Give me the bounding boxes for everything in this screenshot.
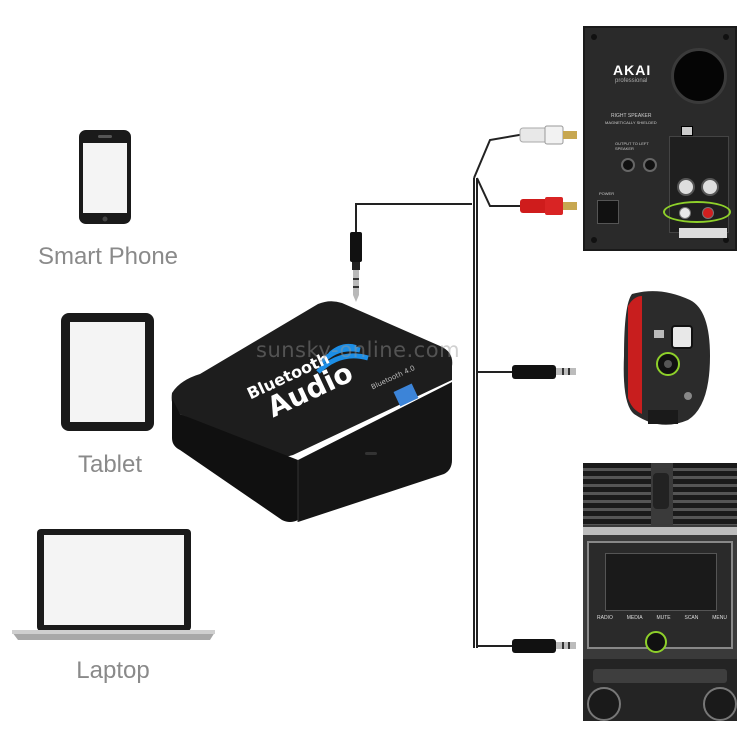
car-aux-highlight <box>645 631 667 653</box>
speaker-label-right: RIGHT SPEAKER <box>611 113 652 119</box>
car-vent-right <box>673 463 737 525</box>
portable-speaker <box>623 291 710 425</box>
car-btn-radio: RADIO <box>597 615 613 621</box>
car-jack-plug <box>512 639 576 653</box>
car-btn-media: MEDIA <box>626 615 643 621</box>
speaker-brand: AKAI <box>613 62 652 78</box>
speaker-rear-panel: AKAI professional RIGHT SPEAKER MAGNETIC… <box>583 26 737 251</box>
adapter-jack-plug <box>350 232 362 302</box>
audio-cables <box>355 133 526 648</box>
car-btn-mute: MUTE <box>656 615 671 621</box>
bluetooth-adapter <box>171 301 453 522</box>
speaker-label-shielded: MAGNETICALLY SHIELDED <box>605 120 657 125</box>
smart-phone-label: Smart Phone <box>37 243 179 270</box>
car-vent-left <box>583 463 651 525</box>
watermark: sunsky-online.com <box>256 338 461 362</box>
speaker-rca-highlight <box>663 201 731 223</box>
speaker-bass-port <box>671 48 727 104</box>
rca-red-plug <box>520 197 577 215</box>
speaker-label-power: POWER <box>599 191 615 196</box>
speaker-label-output: OUTPUT TO LEFT SPEAKER <box>615 141 649 151</box>
speaker-brand-sub: professional <box>615 78 648 84</box>
car-radio-screen <box>605 553 717 611</box>
tablet-icon <box>61 313 154 431</box>
rca-white-plug <box>519 125 577 145</box>
laptop-icon <box>12 529 215 640</box>
laptop-label: Laptop <box>76 657 150 684</box>
tablet-label: Tablet <box>77 451 143 478</box>
car-dashboard: RADIO MEDIA MUTE SCAN MENU <box>583 463 737 721</box>
car-btn-scan: SCAN <box>684 615 699 621</box>
car-btn-menu: MENU <box>712 615 727 621</box>
portable-jack-plug <box>512 365 576 379</box>
smartphone-icon <box>79 130 131 224</box>
